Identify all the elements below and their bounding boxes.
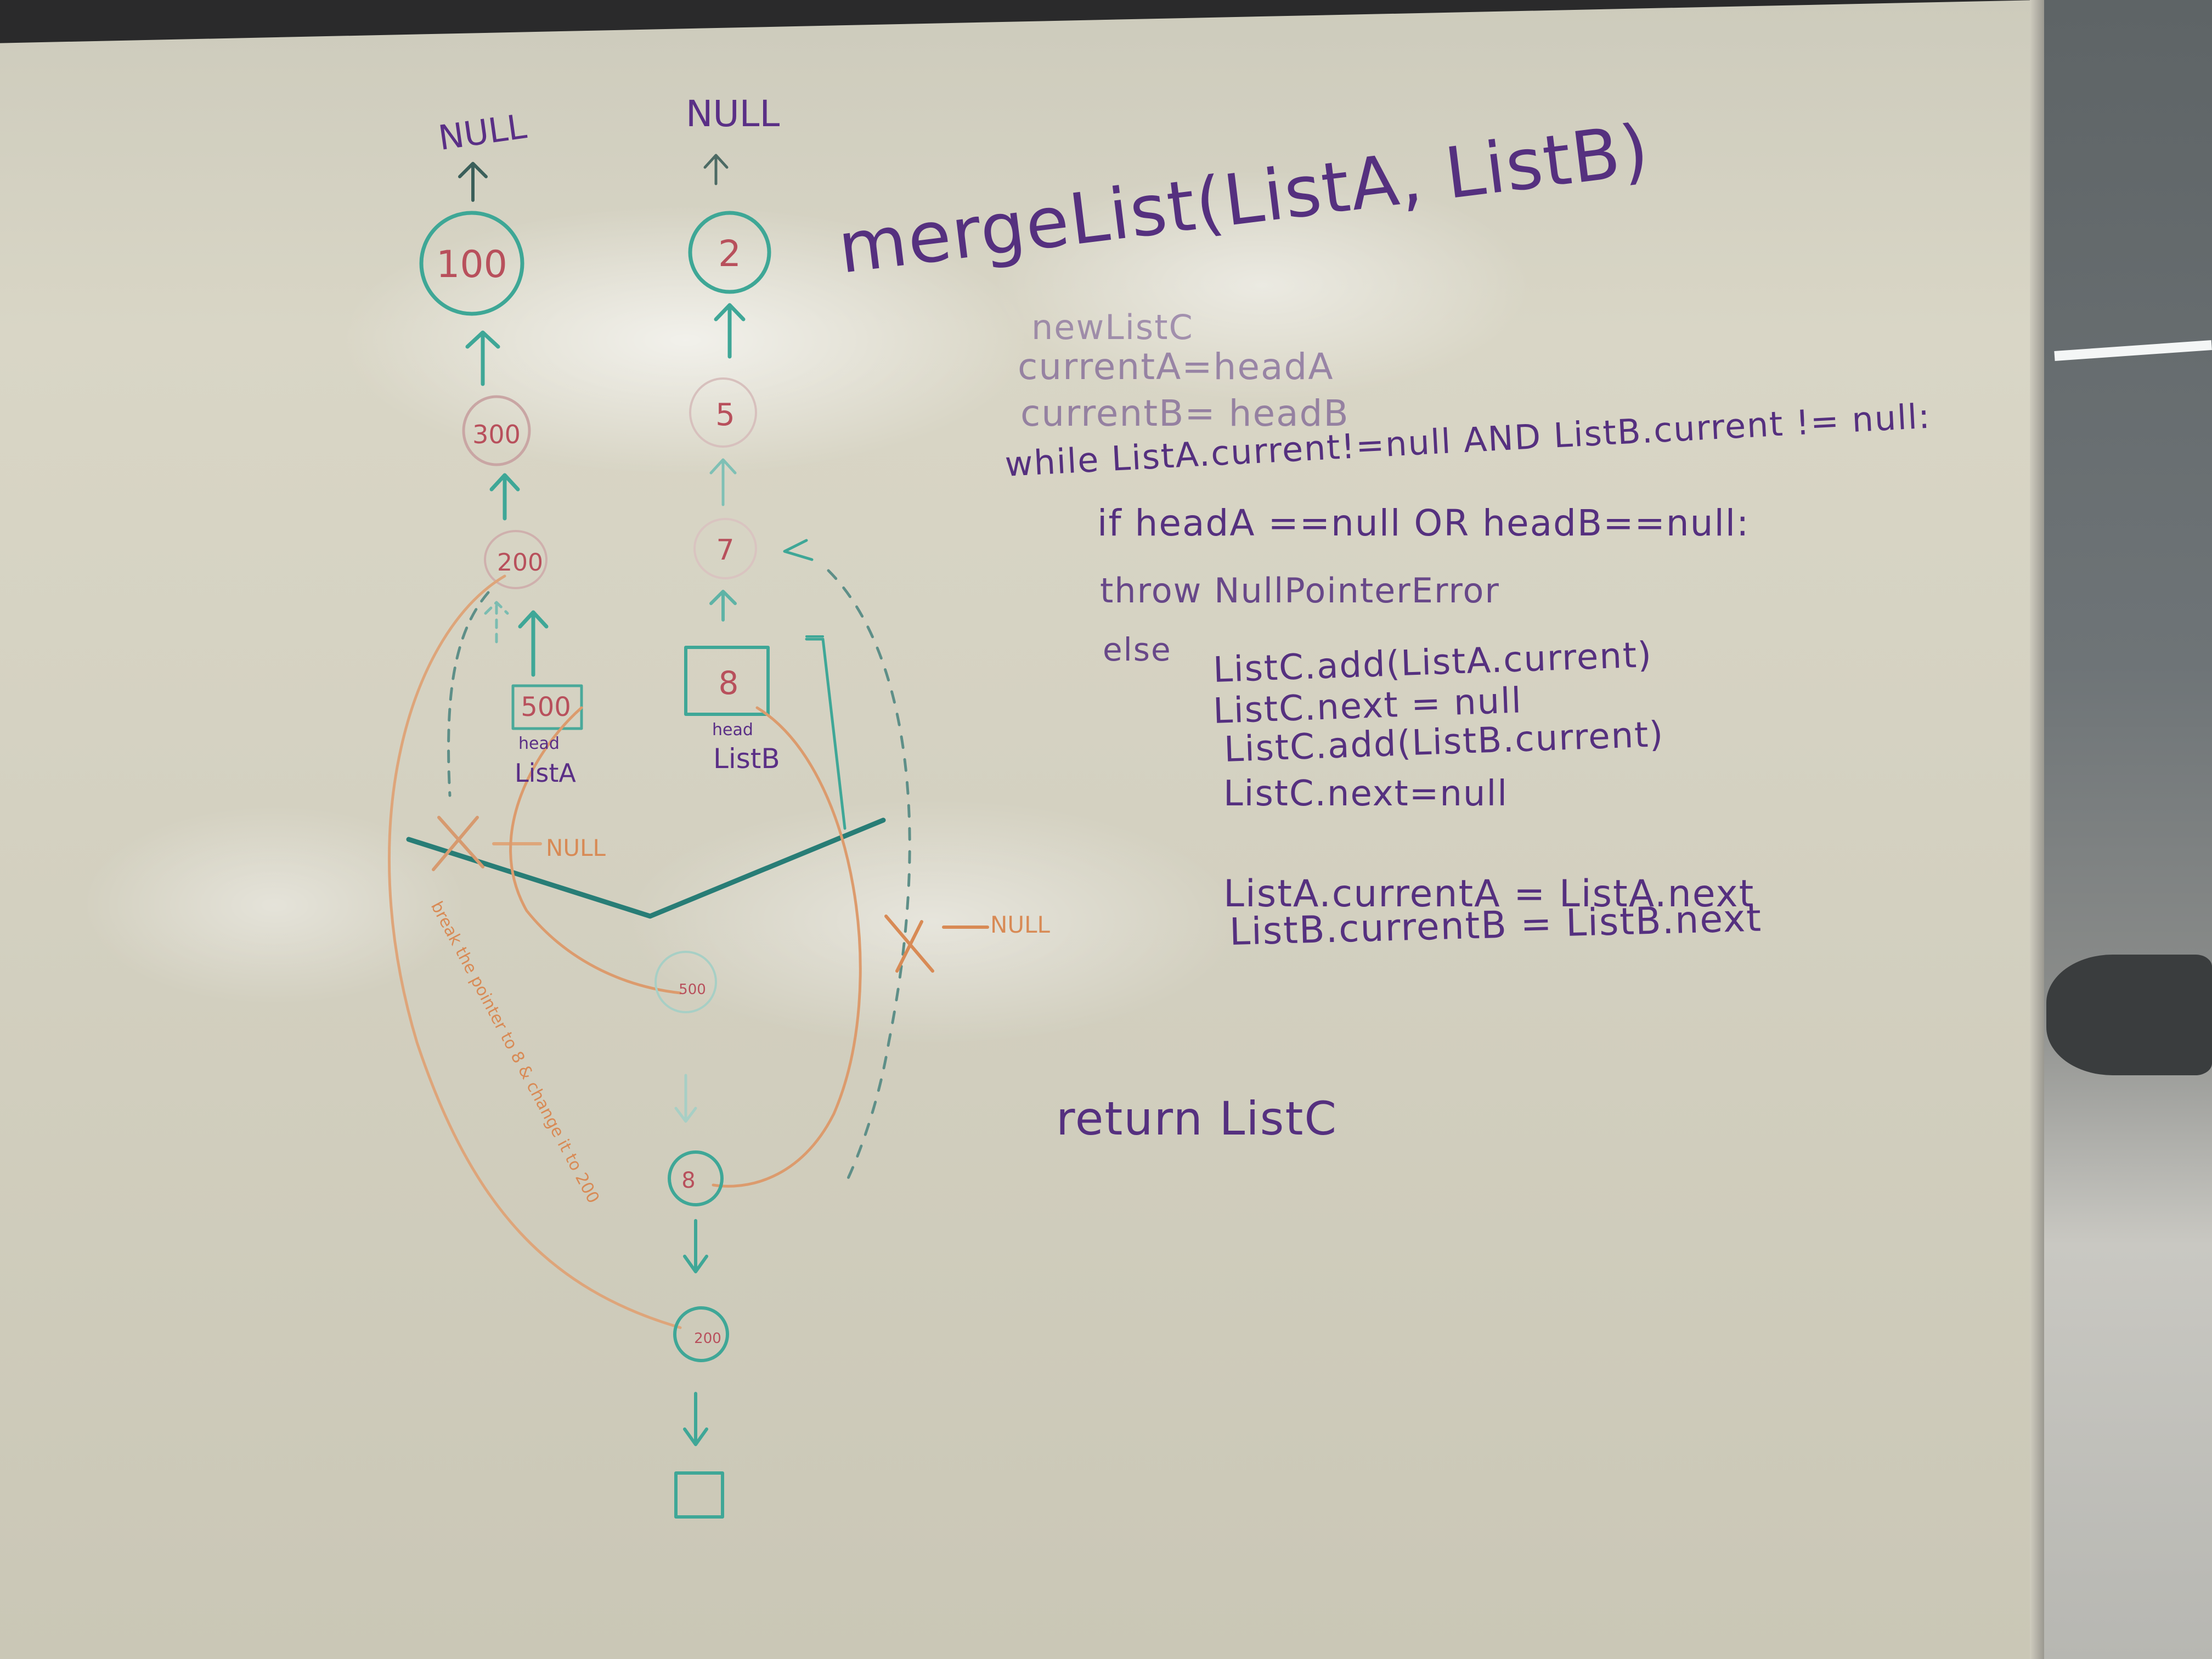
code-line: ListC.next=null	[1223, 774, 1508, 814]
break-pointer-note: break the pointer to 8 & change it to 20…	[427, 898, 603, 1206]
node-circle	[484, 530, 548, 589]
arrow-up-icon	[465, 330, 500, 386]
code-line: ListA.currentA = ListA.next	[1223, 872, 1755, 916]
arrow-up-icon	[484, 601, 509, 644]
node-value: 7	[716, 534, 734, 567]
code-line: throw NullPointerError	[1100, 571, 1500, 611]
node-circle	[462, 395, 531, 466]
null-label-right: NULL	[990, 911, 1051, 938]
node-value: 100	[436, 243, 507, 286]
list-b-column	[684, 154, 814, 716]
list-a-column	[419, 162, 583, 730]
list-b-label: ListB	[713, 743, 780, 775]
node-circle	[689, 377, 757, 448]
whiteboard-frame	[2030, 0, 2044, 1659]
null-label-list-b: NULL	[686, 93, 780, 135]
tail-node-box	[674, 1471, 724, 1519]
arrow-up-icon	[703, 154, 729, 185]
pointer-curve-a	[388, 574, 682, 1329]
background-wall	[2041, 0, 2212, 1659]
merged-node-value: 500	[679, 981, 706, 998]
separator-line	[406, 817, 886, 919]
pointer-curve-b	[509, 706, 682, 995]
box-bracket	[805, 637, 847, 830]
code-line: currentA=headA	[1018, 346, 1334, 388]
node-value: 500	[521, 692, 571, 723]
arrow-up-icon	[714, 303, 746, 359]
merged-node-value: 8	[681, 1168, 695, 1193]
head-node-box	[684, 646, 770, 716]
return-line: return ListC	[1056, 1092, 1338, 1146]
arrow-left-icon	[783, 539, 814, 561]
arrow-down-icon	[674, 1074, 697, 1123]
arrow-down-icon	[683, 1219, 708, 1273]
arrow-down-icon	[683, 1392, 708, 1446]
dashed-arc-left	[447, 591, 490, 797]
node-circle	[688, 211, 771, 294]
code-line: if headA ==null OR headB==null:	[1097, 502, 1750, 544]
pointer-curve-c	[712, 706, 862, 1188]
strike-x-right	[884, 915, 934, 973]
strike-x-left	[432, 816, 484, 871]
node-value: 8	[719, 664, 739, 702]
arrow-up-icon	[458, 162, 488, 202]
arrow-up-icon	[518, 610, 549, 677]
whiteboard	[0, 0, 2041, 1659]
node-value: 300	[472, 420, 521, 449]
null-label-left: NULL	[546, 834, 606, 861]
node-circle	[668, 1150, 724, 1206]
node-value: 5	[715, 397, 735, 433]
node-circle	[419, 211, 524, 316]
dashed-arc-right	[827, 569, 911, 1187]
list-a-label: ListA	[515, 758, 576, 788]
code-line: newListC	[1031, 307, 1194, 347]
merged-list-column	[654, 951, 729, 1519]
null-label-list-a: NULL	[436, 106, 529, 158]
node-value: 2	[718, 233, 741, 275]
head-label-a: head	[518, 734, 560, 753]
node-circle	[693, 518, 757, 579]
head-label-b: head	[712, 720, 753, 740]
code-line: else	[1103, 631, 1172, 668]
merged-node-value: 200	[694, 1330, 721, 1347]
arrow-up-icon	[709, 458, 737, 506]
arrow-up-icon	[489, 473, 520, 521]
chair-silhouette	[2046, 955, 2212, 1075]
node-circle	[654, 951, 717, 1013]
node-circle	[673, 1306, 729, 1362]
arrow-up-icon	[709, 590, 737, 622]
node-value: 200	[497, 549, 543, 577]
code-line: currentB= headB	[1020, 392, 1350, 435]
